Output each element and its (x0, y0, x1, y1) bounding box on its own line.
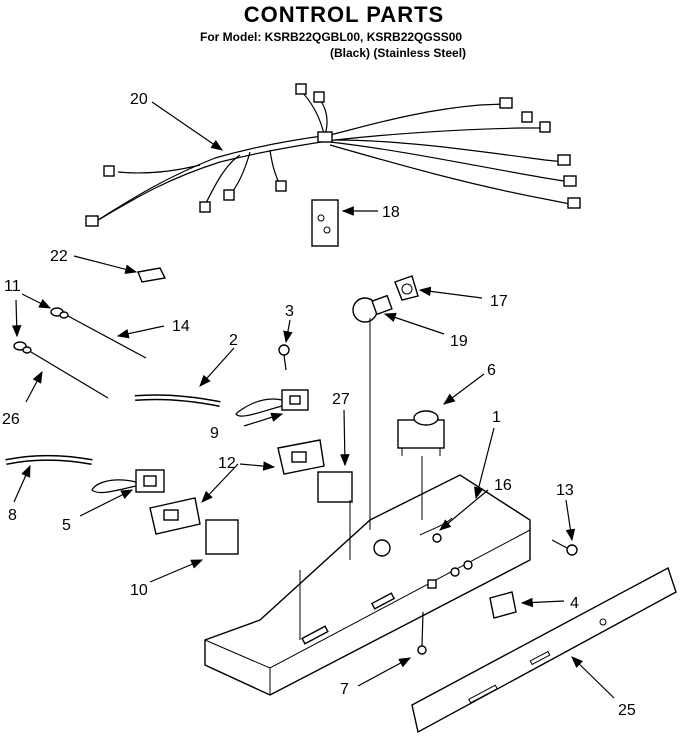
callout-4: 4 (570, 595, 579, 612)
callout-18: 18 (382, 204, 400, 221)
callout-22: 22 (50, 248, 68, 265)
bracket-part (489, 591, 517, 619)
cover-plate-part (311, 199, 339, 247)
label-sticker-part (205, 519, 239, 555)
callout-7: 7 (340, 681, 349, 698)
light-bulb-part (352, 294, 393, 323)
capillary-tube-part (13, 307, 147, 399)
callout-12: 12 (218, 455, 236, 472)
tube-part (134, 394, 221, 407)
control-housing-part (204, 318, 531, 696)
clip-part (137, 267, 167, 283)
callout-13: 13 (556, 482, 574, 499)
callout-11: 11 (4, 278, 21, 295)
thermostat-part (397, 410, 445, 456)
callout-1: 1 (492, 409, 501, 426)
callout-2: 2 (229, 332, 238, 349)
control-switch-part (277, 439, 325, 475)
screw-part (551, 539, 578, 556)
trim-panel-part (411, 566, 677, 734)
callout-14: 14 (172, 318, 190, 335)
model-line: For Model: KSRB22QGBL00, KSRB22QGSS00 (200, 30, 463, 44)
callout-19: 19 (450, 333, 468, 350)
diagram-title: CONTROL PARTS (243, 2, 445, 27)
callout-6: 6 (487, 362, 496, 379)
callout-3: 3 (285, 303, 294, 320)
leader-lines (11, 101, 615, 699)
callout-8: 8 (8, 507, 17, 524)
switch-part (235, 389, 309, 417)
callout-10: 10 (130, 582, 148, 599)
variant-line: (Black) (Stainless Steel) (330, 46, 467, 60)
callout-20: 20 (130, 91, 148, 108)
screw-part (278, 344, 290, 371)
wire-harness-part (85, 83, 581, 227)
screw-part (417, 611, 427, 655)
light-socket-part (394, 275, 419, 301)
screw-part (432, 533, 442, 543)
control-switch-part (149, 497, 201, 535)
callout-5: 5 (62, 517, 71, 534)
callout-27: 27 (332, 391, 350, 408)
label-sticker-part (317, 471, 353, 503)
tube-part (5, 454, 93, 465)
switch-part (91, 469, 165, 494)
callout-17: 17 (490, 293, 508, 310)
callout-9: 9 (210, 425, 219, 442)
callout-26: 26 (2, 411, 20, 428)
callout-labels: 20 18 22 11 14 17 19 3 2 26 27 6 9 1 12 … (2, 91, 636, 719)
callout-25: 25 (618, 702, 636, 719)
callout-16: 16 (494, 477, 512, 494)
